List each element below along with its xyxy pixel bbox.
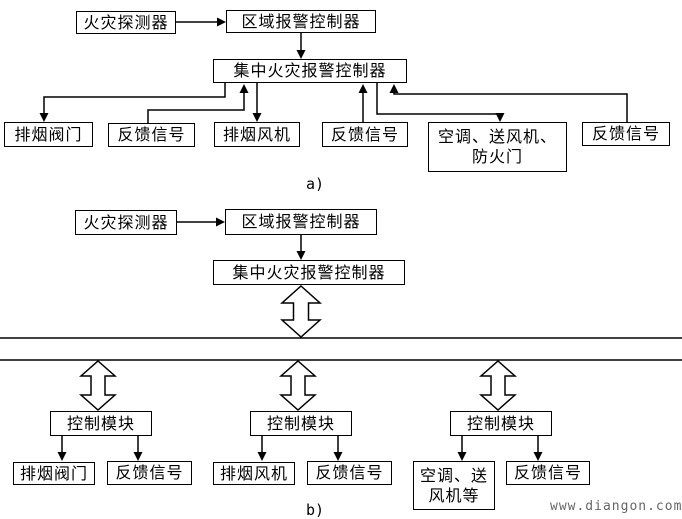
node-b-feedback-signal-1: 反馈信号 [107, 461, 192, 485]
node-a-hvac-fire-door: 空调、送风机、 防火门 [428, 122, 567, 172]
arrow-module3-to-feedback [533, 436, 543, 461]
arrow-a-zone-to-central [296, 33, 306, 59]
watermark-text: www.diangon.com [550, 499, 682, 514]
node-a-smoke-damper: 排烟阀门 [4, 122, 93, 147]
node-a-smoke-exhaust-fan: 排烟风机 [214, 122, 300, 147]
node-b-fire-detector: 火灾探测器 [75, 210, 177, 235]
double-arrow-central-to-bus [280, 284, 322, 339]
section-b-label: b) [306, 501, 325, 519]
node-a-fire-detector: 火灾探测器 [76, 11, 176, 34]
node-a-feedback-signal-3: 反馈信号 [582, 122, 670, 146]
arrow-module1-to-feedback [133, 436, 143, 461]
node-b-control-module-2: 控制模块 [250, 411, 352, 436]
arrow-a-central-to-fan [252, 83, 262, 122]
double-arrow-bus-to-module3 [479, 359, 517, 412]
arrow-module3-to-hvac [457, 436, 467, 461]
node-b-hvac-line2: 风机等 [428, 485, 480, 505]
arrow-a-feedback1-to-central [147, 84, 249, 123]
arrow-b-zone-to-central [296, 235, 306, 260]
arrow-a-central-to-damper [39, 83, 226, 122]
arrow-a-central-to-hvac [376, 83, 505, 122]
node-b-control-module-1: 控制模块 [50, 411, 152, 436]
node-b-control-module-3: 控制模块 [450, 411, 552, 436]
arrow-module1-to-damper [57, 436, 67, 461]
node-b-hvac-etc: 空调、送 风机等 [413, 461, 495, 510]
node-a-feedback-signal-1: 反馈信号 [108, 123, 195, 147]
node-a-feedback-signal-2: 反馈信号 [322, 122, 408, 147]
arrow-module2-to-feedback [333, 436, 343, 461]
node-a-central-fire-alarm-controller: 集中火灾报警控制器 [213, 59, 407, 83]
node-b-feedback-signal-2: 反馈信号 [307, 461, 392, 485]
arrow-a-feedback3-to-central [389, 84, 628, 122]
node-a-zone-alarm-controller: 区域报警控制器 [226, 10, 376, 33]
node-b-zone-alarm-controller: 区域报警控制器 [225, 209, 377, 235]
node-b-smoke-damper: 排烟阀门 [13, 462, 95, 485]
arrow-module2-to-fan [257, 436, 267, 461]
node-a-hvac-line1: 空调、送风机、 [437, 127, 557, 146]
node-a-hvac-line2: 防火门 [471, 147, 523, 166]
arrow-b-detector-to-zone [177, 217, 225, 227]
node-b-smoke-exhaust-fan: 排烟风机 [213, 462, 295, 485]
arrow-a-detector-to-zone [176, 17, 226, 27]
node-b-feedback-signal-3: 反馈信号 [506, 461, 590, 485]
double-arrow-bus-to-module2 [279, 359, 317, 412]
double-arrow-bus-to-module1 [79, 359, 117, 412]
arrow-a-feedback2-to-central [358, 84, 368, 122]
node-b-hvac-line1: 空调、送 [419, 465, 488, 485]
node-b-central-fire-alarm-controller: 集中火灾报警控制器 [213, 260, 405, 285]
section-a-label: a) [306, 175, 325, 193]
